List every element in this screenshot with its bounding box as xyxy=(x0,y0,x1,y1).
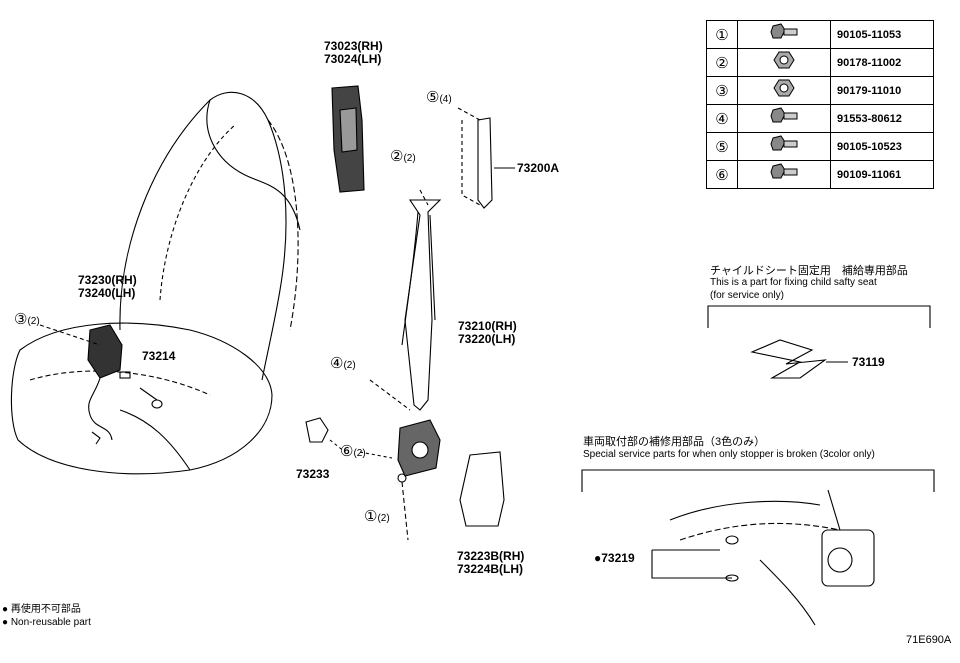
stopper-note-en: Special service parts for when only stop… xyxy=(583,449,875,460)
fastener-number: ① xyxy=(706,20,738,49)
fastener-part-number: 90105-11053 xyxy=(830,20,934,49)
part-label-73219: ●73219 xyxy=(594,551,635,565)
callout-4: ④(2) xyxy=(330,355,356,372)
child-seat-note-en1: This is a part for fixing child safty se… xyxy=(710,277,877,288)
part-label-73223B: 73223B(RH) xyxy=(457,549,525,563)
seat-back-inner xyxy=(159,124,236,301)
fastener-row: ② 90178-11002 xyxy=(706,48,934,77)
fastener-row: ⑥ 90109-11061 xyxy=(706,160,934,189)
fastener-row: ③ 90179-11010 xyxy=(706,76,934,105)
fastener-number: ③ xyxy=(706,76,738,105)
fastener-part-number: 90179-11010 xyxy=(830,76,934,105)
fastener-part-number: 90109-11061 xyxy=(830,160,934,189)
part-label-73119: 73119 xyxy=(852,355,885,369)
callout-5: ⑤(4) xyxy=(426,89,452,106)
fastener-part-number: 90178-11002 xyxy=(830,48,934,77)
legend-jp: ● 再使用不可部品 xyxy=(2,604,81,615)
part-label-73023: 73023(RH) xyxy=(324,39,383,53)
part-label-73210: 73210(RH) xyxy=(458,319,517,333)
fastener-row: ① 90105-11053 xyxy=(706,20,934,49)
part-label-73220: 73220(LH) xyxy=(458,332,516,346)
seat-cushion-outline xyxy=(10,322,273,475)
fastener-number: ② xyxy=(706,48,738,77)
callout-1: ①(2) xyxy=(364,508,390,525)
part-label-73214: 73214 xyxy=(142,349,176,363)
cap-shape xyxy=(305,417,329,443)
adjuster-shape xyxy=(477,117,493,209)
part-label-73224B: 73224B(LH) xyxy=(457,562,524,576)
fastener-row: ⑤ 90105-10523 xyxy=(706,132,934,161)
fastener-number: ⑥ xyxy=(706,160,738,189)
bolt-icon xyxy=(737,132,831,161)
child-seat-bracket-shape xyxy=(750,339,827,379)
figure-code: 71E690A xyxy=(906,634,952,646)
stopper-note-jp: 車両取付部の補修用部品（3色のみ） xyxy=(583,436,766,448)
fastener-part-number: 91553-80612 xyxy=(830,104,934,133)
part-label-73200A: 73200A xyxy=(517,161,560,175)
callout-6: ⑥(2) xyxy=(340,443,366,460)
bolt-icon xyxy=(737,20,831,49)
nut-icon xyxy=(737,48,831,77)
fastener-number: ④ xyxy=(706,104,738,133)
buckle-shape xyxy=(87,324,123,379)
stopper-detail-shape xyxy=(669,500,821,521)
fastener-number: ⑤ xyxy=(706,132,738,161)
callout-2: ②(2) xyxy=(390,148,416,165)
callout-3: ③(2) xyxy=(14,311,40,328)
bolt-icon xyxy=(737,160,831,189)
fastener-part-number: 90105-10523 xyxy=(830,132,934,161)
child-seat-note-jp: チャイルドシート固定用 補給専用部品 xyxy=(710,265,908,277)
lower-cover-shape xyxy=(459,451,505,527)
seat-back-outline xyxy=(119,91,287,381)
fastener-row: ④ 91553-80612 xyxy=(706,104,934,133)
child-seat-note-en2: (for service only) xyxy=(710,290,784,301)
part-label-73230: 73230(RH) xyxy=(78,273,137,287)
part-label-73024: 73024(LH) xyxy=(324,52,382,66)
fastener-table: ① 90105-11053 ② 90178-11002 ③ 90179-11010 ④ 915… xyxy=(706,20,934,189)
part-label-73233: 73233 xyxy=(296,467,330,481)
non-reusable-bullet: ● xyxy=(594,551,602,565)
nut-icon xyxy=(737,76,831,105)
legend-en: ● Non-reusable part xyxy=(2,617,91,628)
part-label-73240: 73240(LH) xyxy=(78,286,136,300)
bolt-icon xyxy=(737,104,831,133)
